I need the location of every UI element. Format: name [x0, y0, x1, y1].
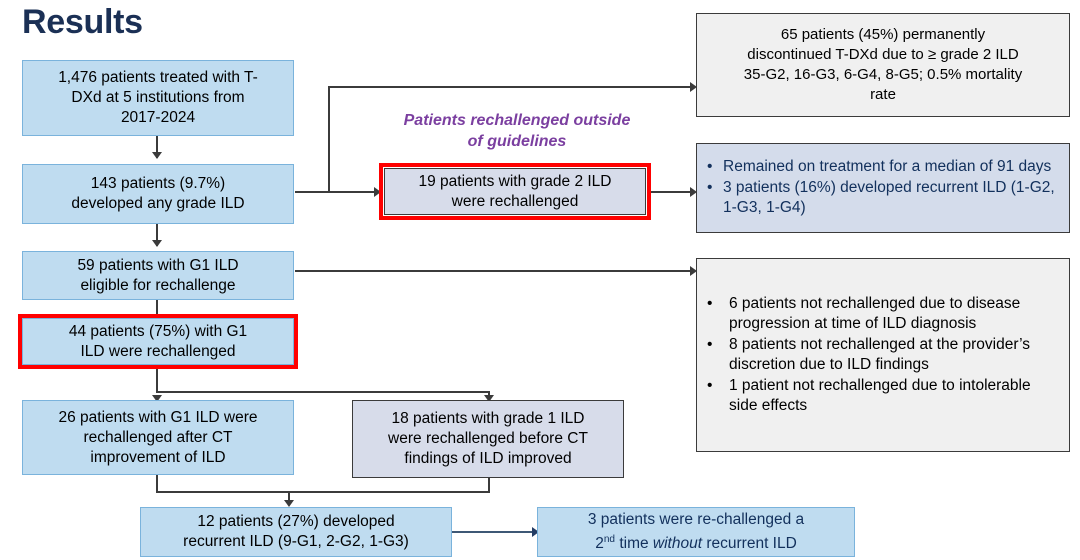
box-g1-before-ct-line2: were rechallenged before CT — [388, 430, 588, 447]
connector-g1eligible-to-notrechallenged — [295, 270, 693, 272]
bullet-icon: • — [707, 335, 713, 353]
arrowhead-to-g2outcomes — [690, 187, 697, 197]
list-item: • Remained on treatment for a median of … — [707, 157, 1063, 177]
list-item: • 6 patients not rechallenged due to dis… — [707, 294, 1063, 334]
box-g2-rechallenged: 19 patients with grade 2 ILD were rechal… — [384, 168, 646, 215]
bullet-icon: • — [707, 294, 713, 312]
not-rechallenged-text: 1 patient not rechallenged due to intole… — [729, 376, 1031, 414]
box-recurrent-ild-line2: recurrent ILD (9-G1, 2-G2, 1-G3) — [183, 533, 409, 550]
connector-anygrade-right — [295, 191, 375, 193]
box-recurrent-ild-line1: 12 patients (27%) developed — [197, 513, 395, 530]
bullet-icon: • — [707, 179, 713, 196]
box-recurrent-ild: 12 patients (27%) developed recurrent IL… — [140, 507, 452, 557]
second-rechallenge-ordinal-suffix: nd — [603, 533, 616, 545]
box-g2-rechallenged-line2: were rechallenged — [451, 192, 579, 210]
arrowhead-to-after-ct — [152, 395, 162, 402]
box-discontinued-line1: 65 patients (45%) permanently — [780, 26, 986, 43]
connector-beforect-down — [488, 478, 490, 492]
box-any-grade-ild-line2: developed any grade ILD — [71, 195, 245, 212]
list-item: • 1 patient not rechallenged due to into… — [707, 376, 1063, 416]
box-g1-before-ct: 18 patients with grade 1 ILD were rechal… — [352, 400, 624, 478]
box-cohort-line1: 1,476 patients treated with T- — [58, 69, 258, 86]
connector-afterct-down — [156, 475, 158, 492]
arrowhead-to-notrechallenged — [690, 266, 697, 276]
box-g1-rechallenged: 44 patients (75%) with G1 ILD were recha… — [22, 318, 294, 365]
not-rechallenged-text: 6 patients not rechallenged due to disea… — [729, 294, 1021, 332]
g2-outcome-text: Remained on treatment for a median of 91… — [723, 158, 1052, 175]
box-discontinued: 65 patients (45%) permanently discontinu… — [696, 13, 1070, 117]
box-cohort: 1,476 patients treated with T- DXd at 5 … — [22, 60, 294, 136]
connector-riser-to-discontinued — [328, 86, 330, 192]
box-g1-rechallenged-line1: 44 patients (75%) with G1 — [68, 322, 248, 340]
box-cohort-line2: DXd at 5 institutions from — [71, 89, 245, 106]
box-g2-outcomes: • Remained on treatment for a median of … — [696, 143, 1070, 233]
box-g1-after-ct: 26 patients with G1 ILD were rechallenge… — [22, 400, 294, 475]
arrowhead-anygrade-to-g1eligible — [152, 240, 162, 247]
arrowhead-to-discontinued — [690, 82, 697, 92]
box-discontinued-line4: rate — [870, 86, 896, 103]
not-rechallenged-text: 8 patients not rechallenged at the provi… — [729, 335, 1031, 373]
arrowhead-to-g2rechallenged — [374, 187, 381, 197]
connector-cohort-to-anygrade — [156, 136, 158, 158]
box-g1-eligible: 59 patients with G1 ILD eligible for rec… — [22, 251, 294, 300]
g2-outcome-text: 3 patients (16%) developed recurrent ILD… — [723, 179, 1055, 216]
second-rechallenge-post: recurrent ILD — [702, 535, 797, 553]
box-second-rechallenge: 3 patients were re-challenged a 2nd time… — [537, 507, 855, 557]
arrowhead-to-second-rechallenge — [532, 527, 539, 537]
box-g1-after-ct-line3: improvement of ILD — [90, 448, 226, 466]
box-discontinued-line3: 35-G2, 16-G3, 6-G4, 8-G5; 0.5% mortality — [743, 66, 1023, 83]
connector-g1rechallenged-down — [156, 365, 158, 393]
arrowhead-to-before-ct — [484, 395, 494, 402]
box-cohort-line3: 2017-2024 — [120, 109, 196, 126]
connector-g1eligible-to-g1rechallenged — [156, 300, 158, 318]
label-rechallenged-line2: of guidelines — [467, 133, 567, 150]
box-discontinued-line2: discontinued T-DXd due to ≥ grade 2 ILD — [747, 46, 1019, 63]
label-rechallenged-line1: Patients rechallenged outside — [403, 112, 631, 129]
bullet-icon: • — [707, 376, 713, 394]
page-title: Results — [22, 3, 143, 41]
box-any-grade-ild: 143 patients (9.7%) developed any grade … — [22, 164, 294, 224]
bullet-icon: • — [707, 158, 713, 175]
box-g1-after-ct-line1: 26 patients with G1 ILD were — [58, 408, 258, 426]
connector-g2rechallenged-to-outcomes — [651, 191, 693, 193]
box-g1-eligible-line1: 59 patients with G1 ILD — [77, 256, 239, 274]
second-rechallenge-ordinal-number: 2 — [595, 535, 604, 553]
list-item: • 3 patients (16%) developed recurrent I… — [707, 178, 1063, 218]
box-not-rechallenged: • 6 patients not rechallenged due to dis… — [696, 258, 1070, 452]
connector-merge-to-recurrent — [156, 491, 490, 493]
label-rechallenged-outside-guidelines: Patients rechallenged outside of guideli… — [352, 110, 682, 152]
connector-g1rechallenged-split — [156, 391, 490, 393]
box-second-rechallenge-line1: 3 patients were re-challenged a — [587, 510, 805, 528]
second-rechallenge-mid: time — [615, 535, 653, 553]
box-g1-eligible-line2: eligible for rechallenge — [80, 276, 236, 294]
box-g1-rechallenged-line2: ILD were rechallenged — [80, 342, 236, 360]
connector-recurrent-to-second — [452, 531, 536, 533]
connector-to-discontinued — [328, 86, 693, 88]
arrowhead-cohort-to-anygrade — [152, 152, 162, 159]
second-rechallenge-emphasis: without — [652, 535, 703, 553]
box-g1-before-ct-line3: findings of ILD improved — [404, 450, 572, 467]
connector-merge-drop — [288, 491, 290, 503]
box-g2-rechallenged-line1: 19 patients with grade 2 ILD — [418, 172, 612, 190]
list-item: • 8 patients not rechallenged at the pro… — [707, 335, 1063, 375]
box-g1-before-ct-line1: 18 patients with grade 1 ILD — [391, 410, 585, 427]
box-any-grade-ild-line1: 143 patients (9.7%) — [90, 175, 226, 192]
connector-anygrade-to-g1eligible — [156, 224, 158, 246]
box-second-rechallenge-line2: 2nd time without recurrent ILD — [544, 530, 848, 554]
box-g1-after-ct-line2: rechallenged after CT — [83, 428, 233, 446]
arrowhead-to-recurrent — [284, 500, 294, 507]
